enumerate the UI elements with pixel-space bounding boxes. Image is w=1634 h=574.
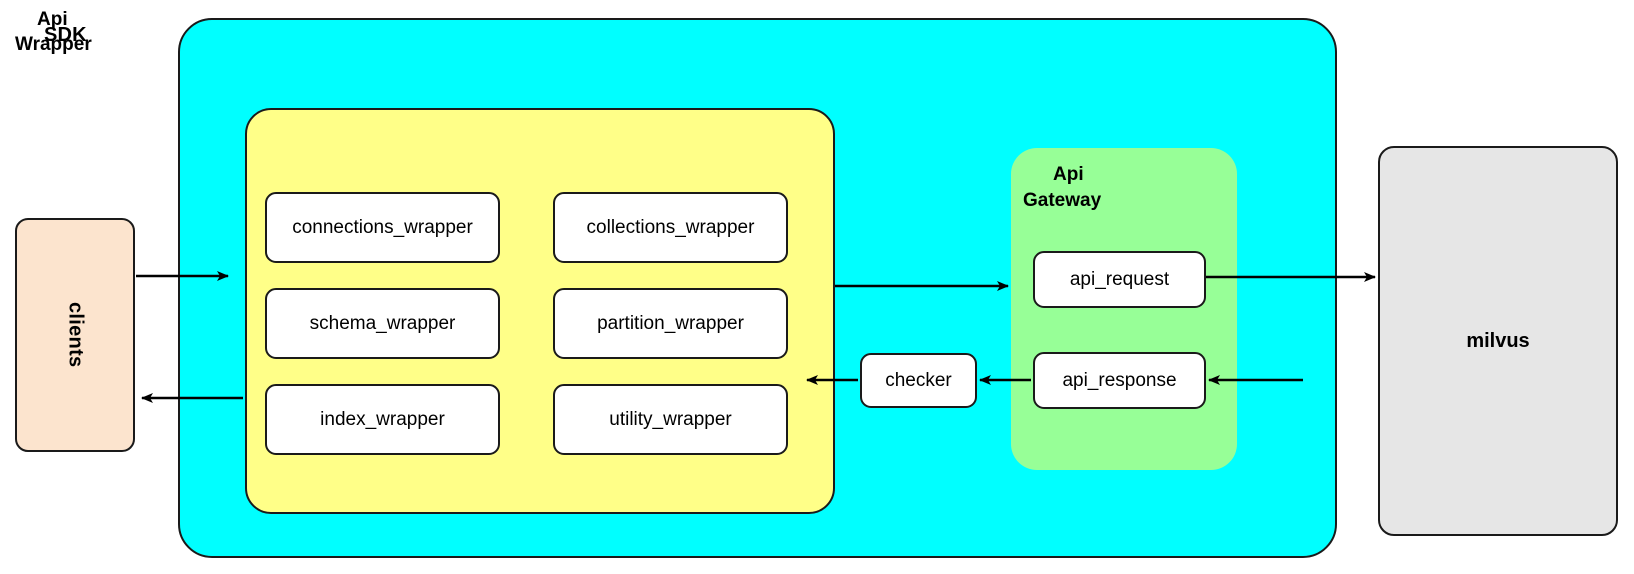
node-connections-wrapper-label: connections_wrapper [292,216,473,238]
node-utility-wrapper-label: utility_wrapper [609,408,732,430]
node-milvus-label: milvus [1466,329,1530,352]
node-connections-wrapper[interactable]: connections_wrapper [265,192,500,263]
node-partition-wrapper[interactable]: partition_wrapper [553,288,788,359]
container-api-gateway-label: Api Gateway [1023,162,1173,213]
container-api-wrapper-label: Api Wrapper [15,8,165,57]
api-wrapper-label-line1: Api [37,9,68,30]
node-checker[interactable]: checker [860,353,977,408]
node-partition-wrapper-label: partition_wrapper [597,312,744,334]
api-wrapper-label-line2: Wrapper [15,33,92,55]
node-utility-wrapper[interactable]: utility_wrapper [553,384,788,455]
node-clients-label: clients [64,302,87,368]
node-checker-label: checker [885,369,952,391]
node-index-wrapper[interactable]: index_wrapper [265,384,500,455]
node-collections-wrapper[interactable]: collections_wrapper [553,192,788,263]
node-index-wrapper-label: index_wrapper [320,408,445,430]
container-sdk-label: SDK [44,24,87,46]
node-schema-wrapper[interactable]: schema_wrapper [265,288,500,359]
node-collections-wrapper-label: collections_wrapper [586,216,755,238]
node-schema-wrapper-label: schema_wrapper [309,312,456,334]
node-api-request[interactable]: api_request [1033,251,1206,308]
node-milvus[interactable]: milvus [1378,146,1618,536]
node-api-response-label: api_response [1062,369,1177,391]
node-api-request-label: api_request [1069,268,1170,290]
node-clients[interactable]: clients [15,218,135,452]
api-gateway-label-line1: Api [1053,164,1084,185]
api-gateway-label-line2: Gateway [1023,189,1102,211]
node-api-response[interactable]: api_response [1033,352,1206,409]
container-api-gateway[interactable] [1011,148,1237,470]
